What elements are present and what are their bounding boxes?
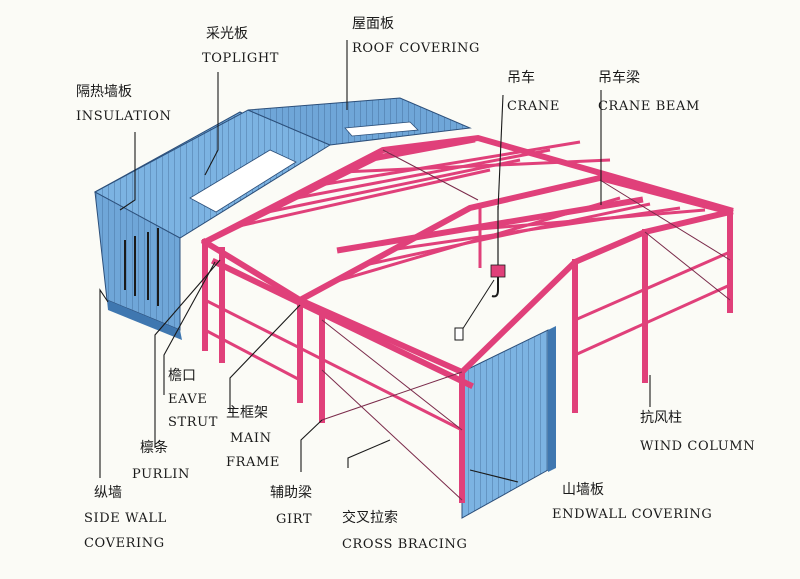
label-insulation: 隔热墙板 INSULATION bbox=[76, 84, 172, 124]
eave-strut-en2: STRUT bbox=[168, 415, 218, 430]
label-roof-covering: 屋面板 ROOF COVERING bbox=[352, 16, 480, 56]
steel-frame bbox=[200, 134, 734, 503]
cross-bracing bbox=[321, 149, 731, 501]
label-side-wall: 纵墙 SIDE WALL COVERING bbox=[84, 485, 167, 551]
main-frame-cn: 主框架 bbox=[226, 405, 268, 421]
wind-column-cn: 抗风柱 bbox=[640, 410, 682, 426]
side-wall-cn: 纵墙 bbox=[94, 485, 122, 501]
crane-beam-cn: 吊车梁 bbox=[598, 69, 640, 86]
label-girt: 辅助梁 GIRT bbox=[270, 485, 312, 527]
insulation-cn: 隔热墙板 bbox=[76, 84, 132, 100]
label-toplight: 采光板 TOPLIGHT bbox=[202, 26, 279, 66]
crane-beam-en: CRANE BEAM bbox=[598, 99, 700, 114]
cross-bracing-cn: 交叉拉索 bbox=[342, 509, 398, 526]
purlin-cn: 檩条 bbox=[140, 439, 168, 456]
toplight-panel-ridge bbox=[344, 121, 419, 137]
main-frame-en2: FRAME bbox=[226, 455, 280, 470]
wind-column-en: WIND COLUMN bbox=[640, 439, 755, 454]
side-wall-covering-panel bbox=[107, 300, 182, 340]
side-wall-cutaway bbox=[124, 228, 159, 306]
girt-en: GIRT bbox=[276, 512, 312, 527]
endwall-en: ENDWALL COVERING bbox=[552, 507, 712, 522]
label-main-frame: 主框架 MAIN FRAME bbox=[226, 405, 280, 470]
toplight-cn: 采光板 bbox=[206, 26, 248, 42]
crane-en: CRANE bbox=[507, 99, 560, 114]
main-frame-en1: MAIN bbox=[230, 431, 272, 446]
eave-strut-cn: 檐口 bbox=[168, 368, 196, 384]
label-purlin: 檩条 PURLIN bbox=[132, 439, 190, 482]
insulation-en: INSULATION bbox=[76, 109, 172, 124]
label-endwall: 山墙板 ENDWALL COVERING bbox=[552, 482, 712, 522]
toplight-en: TOPLIGHT bbox=[202, 51, 279, 66]
building-covering bbox=[93, 97, 556, 519]
girt-cn: 辅助梁 bbox=[270, 485, 312, 501]
label-crane-beam: 吊车梁 CRANE BEAM bbox=[598, 69, 700, 114]
eave-strut-en1: EAVE bbox=[168, 392, 208, 407]
label-eave-strut: 檐口 EAVE STRUT bbox=[168, 368, 218, 430]
side-wall-en1: SIDE WALL bbox=[84, 511, 167, 526]
endwall-cn: 山墙板 bbox=[562, 482, 604, 498]
toplight-panel bbox=[189, 149, 297, 213]
cross-bracing-en: CROSS BRACING bbox=[342, 537, 467, 552]
crane-cn: 吊车 bbox=[507, 69, 535, 86]
label-cross-bracing: 交叉拉索 CROSS BRACING bbox=[342, 509, 467, 552]
label-crane: 吊车 CRANE bbox=[507, 69, 560, 114]
crane-beam bbox=[336, 196, 644, 254]
side-wall-en2: COVERING bbox=[84, 536, 165, 551]
purlins bbox=[229, 140, 706, 285]
purlin-en: PURLIN bbox=[132, 467, 190, 482]
label-wind-column: 抗风柱 WIND COLUMN bbox=[640, 410, 755, 454]
roof-covering-en: ROOF COVERING bbox=[352, 41, 480, 56]
crane-hook bbox=[454, 206, 506, 341]
roof-covering-cn: 屋面板 bbox=[352, 16, 394, 32]
eave-strut bbox=[210, 257, 475, 390]
leader-lines bbox=[99, 40, 651, 483]
